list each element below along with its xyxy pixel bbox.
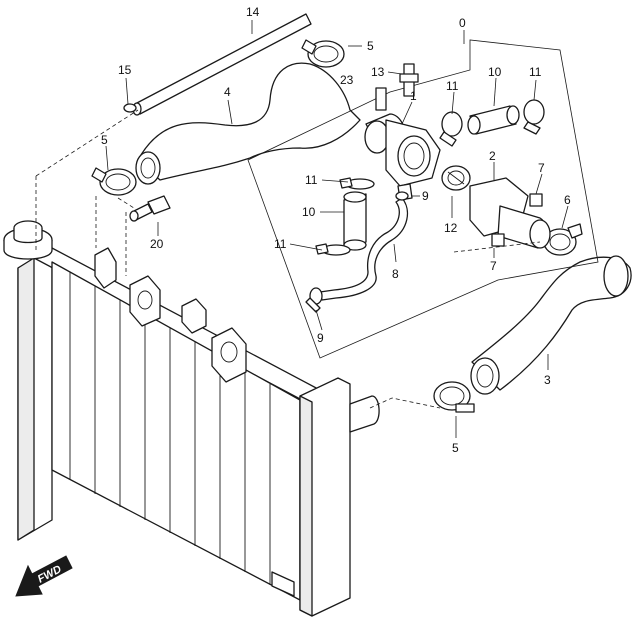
callout-8: 8 (392, 267, 399, 281)
callout-5-bottom: 5 (452, 441, 459, 455)
thermostat-kit-0-boundary (247, 39, 599, 359)
callout-5-left: 5 (101, 133, 108, 147)
lower-radiator-hose-3 (470, 255, 632, 395)
thermostat-housing-1 (364, 113, 441, 201)
radiator-core-fins (69, 272, 271, 585)
forward-direction-arrow: FWD (15, 555, 73, 597)
callout-13: 13 (371, 65, 385, 79)
callout-12: 12 (444, 221, 458, 235)
callout-11-upper-left: 11 (446, 79, 459, 93)
bolt-23 (375, 87, 387, 111)
callout-labels: 14 0 5 15 13 10 11 23 11 4 1 5 2 7 11 9 … (101, 5, 571, 455)
callout-23: 23 (340, 73, 354, 87)
callout-1: 1 (410, 89, 417, 103)
callout-11-lower: 11 (274, 237, 287, 251)
callout-7-lower: 7 (490, 259, 497, 273)
hose-clamp-11-mid (339, 177, 375, 190)
thermostat-cover-2 (469, 177, 551, 249)
callout-6: 6 (564, 193, 571, 207)
callout-14: 14 (246, 5, 260, 19)
callout-9-upper: 9 (422, 189, 429, 203)
sensor-13 (399, 63, 419, 97)
temperature-sensor-20 (129, 195, 171, 222)
callout-15: 15 (118, 63, 132, 77)
thermostat-12 (441, 165, 471, 191)
hose-clamp-11-lower (315, 243, 351, 256)
callout-10-upper: 10 (488, 65, 502, 79)
callout-4: 4 (224, 85, 231, 99)
callout-11-upper-right: 11 (529, 65, 542, 79)
callout-20: 20 (150, 237, 164, 251)
callout-2: 2 (489, 149, 496, 163)
callout-11-mid: 11 (305, 173, 318, 187)
callout-10-lower: 10 (302, 205, 316, 219)
hose-clamp-9-upper (395, 191, 409, 201)
assembly-dashed-lines (35, 109, 541, 409)
radiator-cap (3, 220, 53, 260)
hose-clamp-11-upper-right (523, 99, 545, 135)
hose-clamp-5-left (91, 167, 137, 196)
bolt-7-lower (491, 233, 505, 247)
hose-clamp-9-lower (305, 287, 323, 313)
callout-7-upper: 7 (538, 161, 545, 175)
fwd-arrow-icon (15, 555, 73, 597)
hose-clamp-5-bottom (433, 381, 475, 413)
bypass-hose-10-lower (343, 191, 367, 251)
leader-lines (105, 20, 569, 438)
callout-9-lower: 9 (317, 331, 324, 345)
callout-0: 0 (459, 16, 466, 30)
callout-3: 3 (544, 373, 551, 387)
radiator-assembly (17, 247, 380, 617)
hose-clamp-5-top (301, 39, 345, 68)
hose-clamp-6 (543, 223, 583, 256)
bypass-hose-10-upper (467, 105, 520, 135)
callout-5-top: 5 (367, 39, 374, 53)
hose-clamp-11-upper-left (439, 111, 463, 147)
bolt-7-upper (529, 193, 543, 207)
small-clamp-15 (123, 103, 137, 113)
upper-radiator-hose-4 (135, 62, 361, 185)
fwd-label: FWD (36, 563, 64, 585)
